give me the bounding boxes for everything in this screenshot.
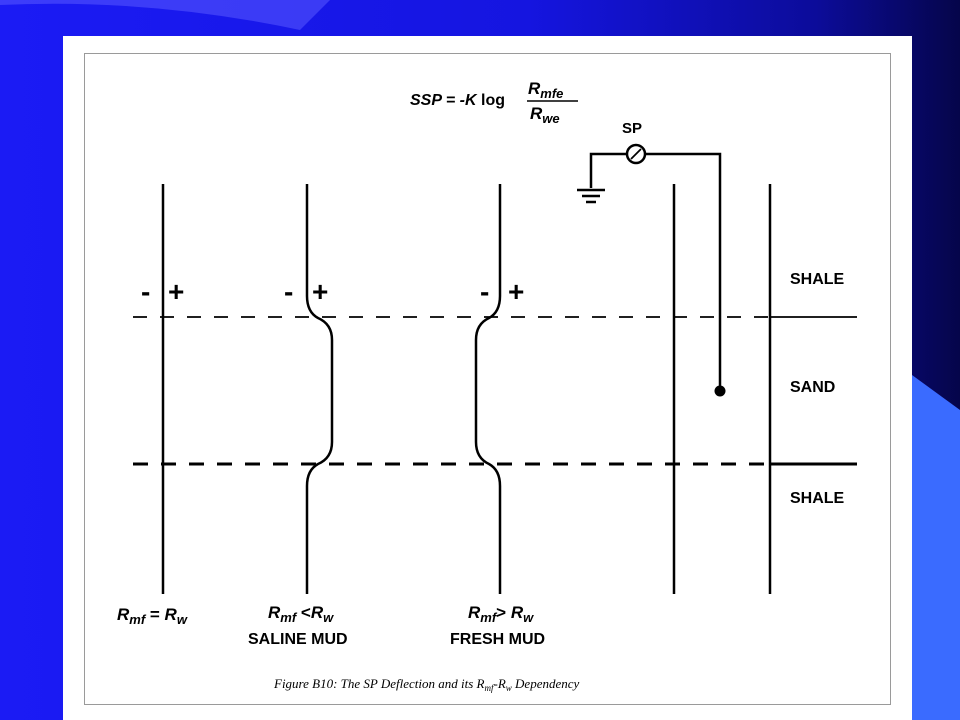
case-relation: >	[496, 603, 511, 622]
case-name: FRESH MUD	[450, 631, 545, 648]
case-r-sub: mf	[280, 610, 298, 625]
plus-sign: +	[168, 276, 184, 307]
svg-text:Rwe: Rwe	[530, 104, 560, 126]
case-r-main: R	[117, 605, 130, 624]
plus-sign: +	[508, 276, 524, 307]
case-relation: =	[145, 605, 164, 624]
formula-lhs: SSP =	[410, 92, 460, 109]
case-relation: <	[296, 603, 311, 622]
case-r-sub: mf	[129, 612, 147, 627]
case-r-sub: w	[323, 610, 334, 625]
svg-text:Rmf = Rw: Rmf = Rw	[117, 605, 188, 627]
minus-sign: -	[284, 276, 293, 307]
formula-den-sub: we	[542, 111, 559, 126]
svg-text:SSP = -K log: SSP = -K log	[410, 92, 505, 109]
electrode-dot	[714, 385, 726, 397]
electrode-wire	[645, 152, 722, 391]
case-name: SALINE MUD	[248, 631, 348, 648]
formula-num-main: R	[528, 79, 541, 98]
formula-coef: -K	[460, 92, 478, 109]
case-r-main: R	[511, 603, 524, 622]
case-r-main: R	[468, 603, 481, 622]
sp-meter-label: SP	[622, 120, 642, 137]
figure-border	[84, 53, 891, 705]
case-r-main: R	[268, 603, 281, 622]
plus-sign: +	[312, 276, 328, 307]
polarity-signs: - + - + - +	[141, 276, 524, 307]
case-label-saline-mud: Rmf <Rw SALINE MUD	[248, 603, 348, 648]
case-label-equal: Rmf = Rw	[117, 605, 188, 627]
formula-num-sub: mfe	[540, 86, 563, 101]
case-r-sub: w	[523, 610, 534, 625]
formula-den-main: R	[530, 104, 543, 123]
case-r-sub: w	[177, 612, 188, 627]
svg-text:Rmfe: Rmfe	[528, 79, 563, 101]
minus-sign: -	[480, 276, 489, 307]
sp-curve-fresh-mud	[474, 184, 502, 594]
formula-log: log	[477, 92, 505, 109]
ground-wire	[589, 152, 627, 188]
case-label-fresh-mud: Rmf> Rw FRESH MUD	[450, 603, 545, 648]
case-r-sub: mf	[480, 610, 498, 625]
figure-caption: Figure B10: The SP Deflection and its Rm…	[273, 676, 580, 693]
svg-text:Rmf> Rw: Rmf> Rw	[468, 603, 534, 625]
zone-label-bottom: SHALE	[790, 490, 845, 507]
ground-icon	[577, 188, 605, 204]
case-r-main: R	[165, 605, 178, 624]
zone-label-top: SHALE	[790, 271, 845, 288]
sp-meter-needle	[630, 148, 642, 160]
ssp-formula: SSP = -K log Rmfe Rwe	[410, 79, 578, 126]
case-r-main: R	[311, 603, 324, 622]
minus-sign: -	[141, 276, 150, 307]
sp-curve-saline-mud	[305, 184, 334, 594]
zone-label-middle: SAND	[790, 379, 835, 396]
sp-meter-circuit: SP	[577, 120, 726, 397]
svg-text:Rmf <Rw: Rmf <Rw	[268, 603, 334, 625]
